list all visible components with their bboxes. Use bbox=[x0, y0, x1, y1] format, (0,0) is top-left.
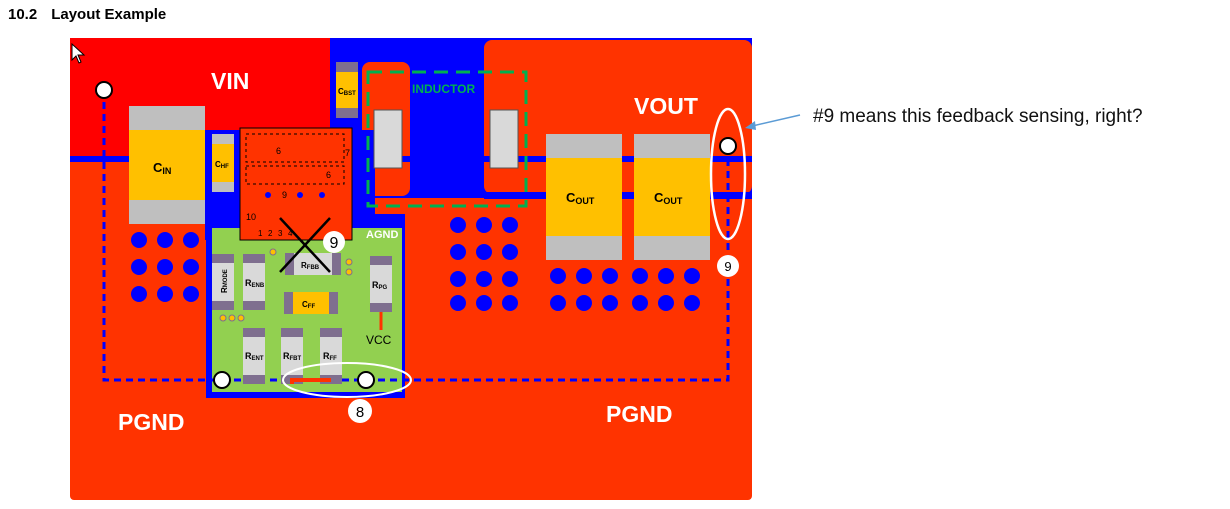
chf-label: CHF bbox=[215, 160, 229, 170]
highlight-ellipse-bottom bbox=[282, 362, 412, 398]
cbst-label: CBST bbox=[338, 87, 356, 97]
highlight-ellipse-right bbox=[709, 107, 747, 241]
inductor-label: INDUCTOR bbox=[412, 82, 475, 96]
pgnd-label-left: PGND bbox=[118, 409, 184, 435]
pin-label-9: 9 bbox=[282, 190, 287, 200]
vin-label: VIN bbox=[211, 68, 249, 94]
marker-8 bbox=[348, 399, 372, 423]
rfbb-label: RFBB bbox=[301, 261, 320, 271]
inductor-pad-left bbox=[373, 109, 403, 169]
section-number: 10.2 bbox=[8, 6, 38, 23]
cin-capacitor bbox=[129, 106, 205, 224]
chf-capacitor bbox=[212, 134, 234, 192]
inductor-outline bbox=[366, 70, 528, 208]
test-point-vin bbox=[95, 81, 113, 99]
pin-label-2: 2 bbox=[268, 229, 273, 238]
rff-label: RFF bbox=[323, 351, 337, 362]
trace bbox=[290, 378, 331, 384]
cff-label: CFF bbox=[302, 300, 315, 310]
test-point-fb bbox=[357, 371, 375, 389]
rpg-label: RPG bbox=[372, 280, 388, 291]
small-pads bbox=[219, 248, 353, 322]
marker-8-label: 8 bbox=[356, 404, 364, 421]
callout-arrow-icon bbox=[745, 114, 801, 130]
ic-via bbox=[297, 192, 303, 198]
feedback-trace bbox=[102, 90, 730, 382]
section-heading: 10.2 Layout Example bbox=[8, 6, 166, 23]
rpg-resistor bbox=[370, 256, 392, 312]
via-array-left bbox=[131, 232, 199, 302]
pin-label-6b: 6 bbox=[326, 170, 331, 180]
vout-label: VOUT bbox=[634, 93, 698, 119]
pin-label-6a: 6 bbox=[276, 146, 281, 156]
ic-via bbox=[265, 192, 271, 198]
section-title: Layout Example bbox=[51, 6, 167, 23]
cout1-label: COUT bbox=[566, 190, 595, 206]
cout2-label: COUT bbox=[654, 190, 683, 206]
test-point-pgnd bbox=[213, 371, 231, 389]
marker-9-center bbox=[323, 231, 345, 253]
pin-label-1: 1 bbox=[258, 229, 263, 238]
rmode-resistor bbox=[212, 254, 234, 310]
via-array-middle bbox=[450, 217, 518, 311]
ic-pad-top bbox=[245, 133, 345, 163]
cff-capacitor bbox=[284, 292, 338, 314]
pin-label-10: 10 bbox=[246, 212, 256, 222]
marker-9-right-label: 9 bbox=[724, 259, 731, 274]
renb-resistor bbox=[243, 254, 265, 310]
annotation-comment: #9 means this feedback sensing, right? bbox=[813, 106, 1143, 127]
via-array-right bbox=[550, 268, 700, 311]
rent-label: RENT bbox=[245, 351, 264, 362]
marker-9-right bbox=[717, 255, 739, 277]
test-point-vout bbox=[719, 137, 737, 155]
mouse-pointer-icon bbox=[71, 42, 86, 64]
ic-via bbox=[319, 192, 325, 198]
rfbt-label: RFBT bbox=[283, 351, 301, 362]
cin-label: CIN bbox=[153, 160, 171, 176]
agnd-label: AGND bbox=[366, 229, 398, 241]
rmode-label: RMODE bbox=[220, 269, 229, 293]
inductor-pad-right bbox=[489, 109, 519, 169]
via bbox=[212, 199, 224, 211]
vcc-label: VCC bbox=[366, 333, 392, 347]
rent-resistor bbox=[243, 328, 265, 384]
pgnd-label-right: PGND bbox=[606, 401, 672, 427]
renb-label: RENB bbox=[245, 278, 265, 289]
pin-label-7: 7 bbox=[345, 148, 350, 158]
pin-label-3: 3 bbox=[278, 229, 283, 238]
cout-capacitor-1 bbox=[546, 134, 622, 260]
marker-9-center-label: 9 bbox=[330, 235, 339, 252]
pin-label-4: 4 bbox=[288, 229, 293, 238]
cbst-capacitor bbox=[336, 62, 358, 118]
blue-strip bbox=[70, 156, 752, 162]
cout-capacitor-2 bbox=[634, 134, 710, 260]
cross-out-icon bbox=[279, 217, 331, 273]
ic-pad-mid bbox=[245, 165, 345, 185]
